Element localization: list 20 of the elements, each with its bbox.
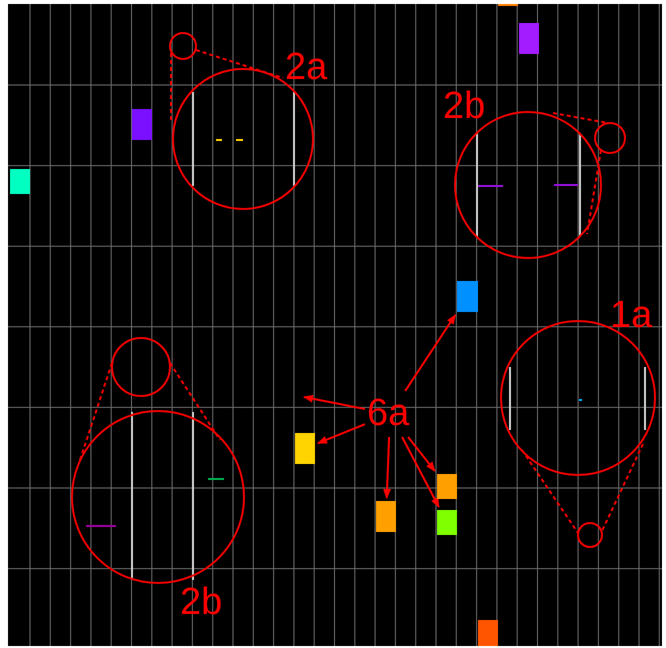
arrow — [303, 394, 366, 410]
callout-label: 2b — [443, 86, 486, 126]
callout-label: 6a — [367, 393, 410, 433]
arrow — [401, 436, 440, 508]
arrow — [383, 436, 392, 499]
color-block — [437, 510, 457, 535]
callout-label: 2b — [180, 582, 222, 622]
color-block — [437, 474, 457, 499]
arrow — [317, 423, 366, 444]
color-block — [478, 620, 498, 646]
arrow — [404, 314, 456, 392]
callout-label: 1a — [610, 295, 652, 335]
color-block — [10, 169, 30, 194]
color-block — [132, 109, 152, 140]
color-block — [295, 433, 315, 464]
color-block — [519, 23, 539, 54]
arrow — [407, 436, 436, 472]
color-block — [457, 281, 478, 312]
color-block — [376, 501, 396, 532]
callout-label: 2a — [285, 47, 328, 87]
